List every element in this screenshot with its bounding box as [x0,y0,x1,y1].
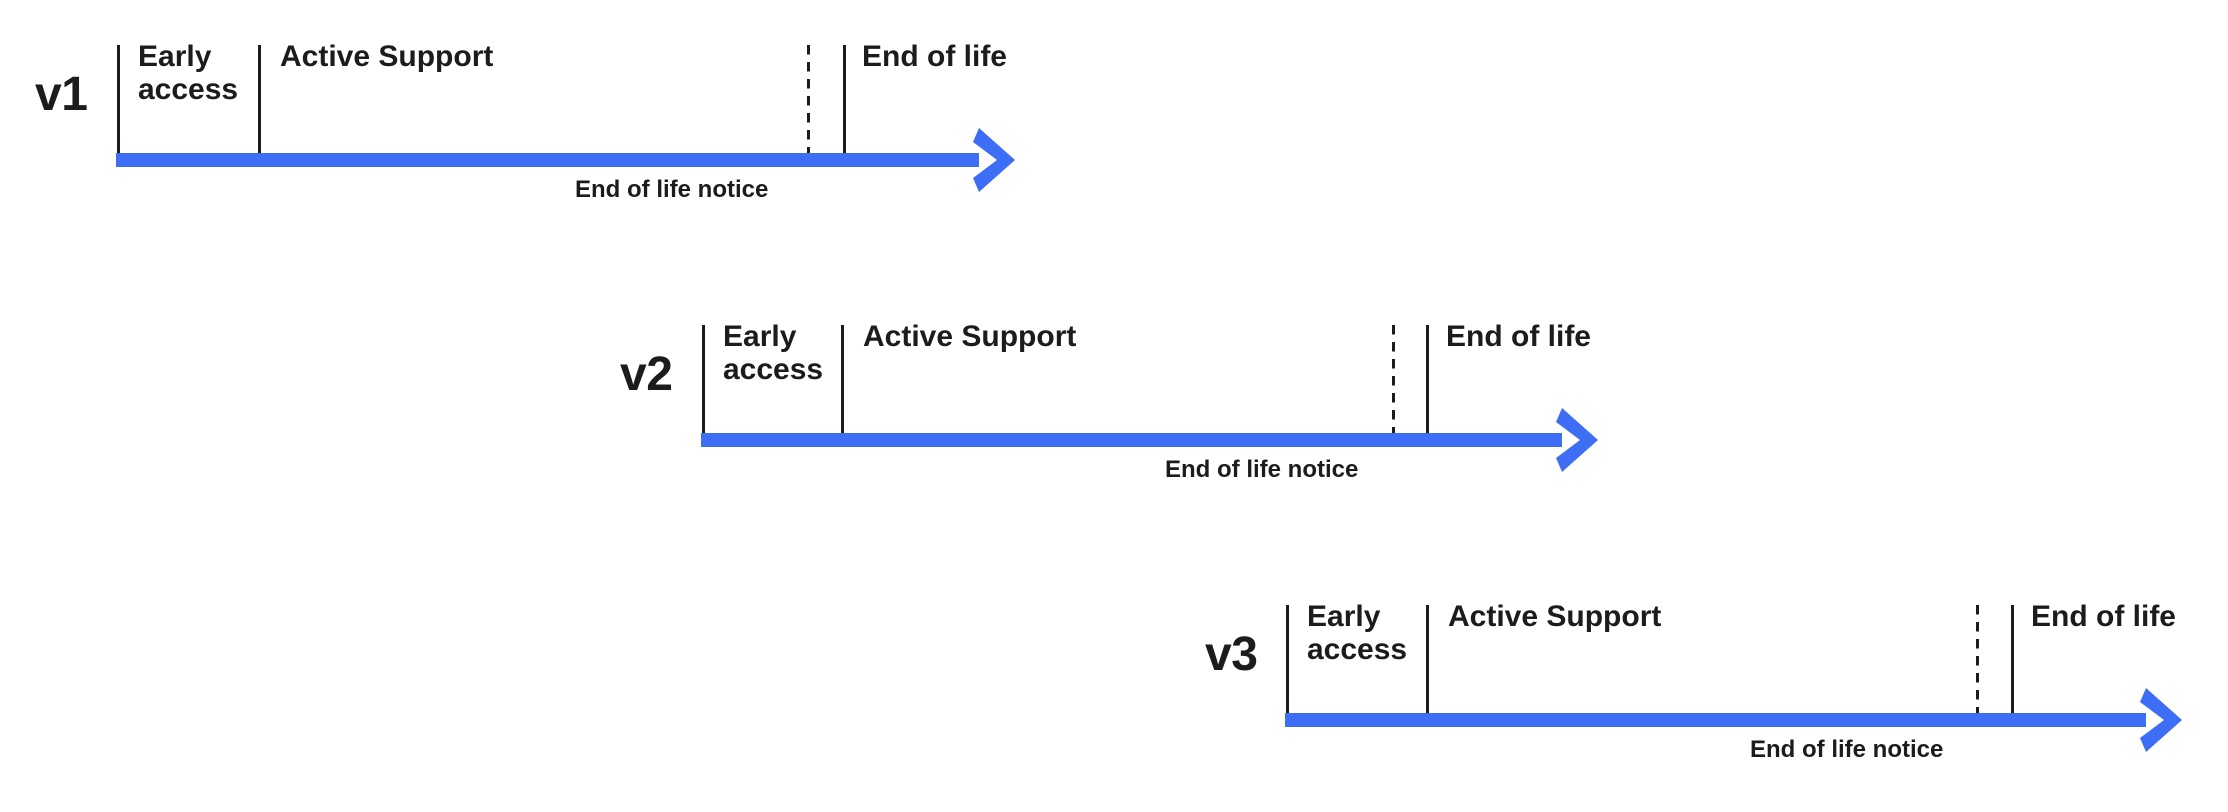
dashed-divider-v1-3 [807,45,810,153]
end-of-life-notice-label-v3: End of life notice [1750,736,1944,763]
version-label-v1: v1 [35,68,88,121]
version-label-v2: v2 [620,348,673,401]
timeline-arrow-shaft-v1 [116,153,979,167]
phase-divider-v1-2 [258,45,261,153]
phase-label-v1-1: Early access [138,40,239,106]
phase-divider-v2-4 [1426,325,1429,433]
end-of-life-notice-label-v2: End of life notice [1165,456,1359,483]
phase-divider-v1-4 [843,45,846,153]
phase-label-v1-3: End of life [862,40,1007,73]
dashed-divider-v2-3 [1392,325,1395,433]
timeline-arrow-shaft-v2 [701,433,1562,447]
phase-divider-v3-4 [2011,605,2014,713]
phase-divider-v3-2 [1426,605,1429,713]
phase-label-v2-2: Active Support [863,320,1077,353]
phase-label-v3-3: End of life [2031,600,2176,633]
end-of-life-notice-label-v1: End of life notice [575,176,769,203]
version-label-v3: v3 [1205,628,1258,681]
phase-label-v2-3: End of life [1446,320,1591,353]
phase-label-v2-1: Early access [723,320,824,386]
dashed-divider-v3-3 [1976,605,1979,713]
phase-divider-v1-1 [117,45,120,153]
timeline-arrow-head-v3 [2140,688,2182,752]
phase-divider-v2-2 [841,325,844,433]
phase-label-v1-2: Active Support [280,40,494,73]
phase-divider-v3-1 [1286,605,1289,713]
timeline-arrow-head-v1 [973,128,1015,192]
timeline-arrow-shaft-v3 [1285,713,2146,727]
phase-label-v3-2: Active Support [1448,600,1662,633]
phase-label-v3-1: Early access [1307,600,1408,666]
timeline-arrow-head-v2 [1556,408,1598,472]
phase-divider-v2-1 [702,325,705,433]
